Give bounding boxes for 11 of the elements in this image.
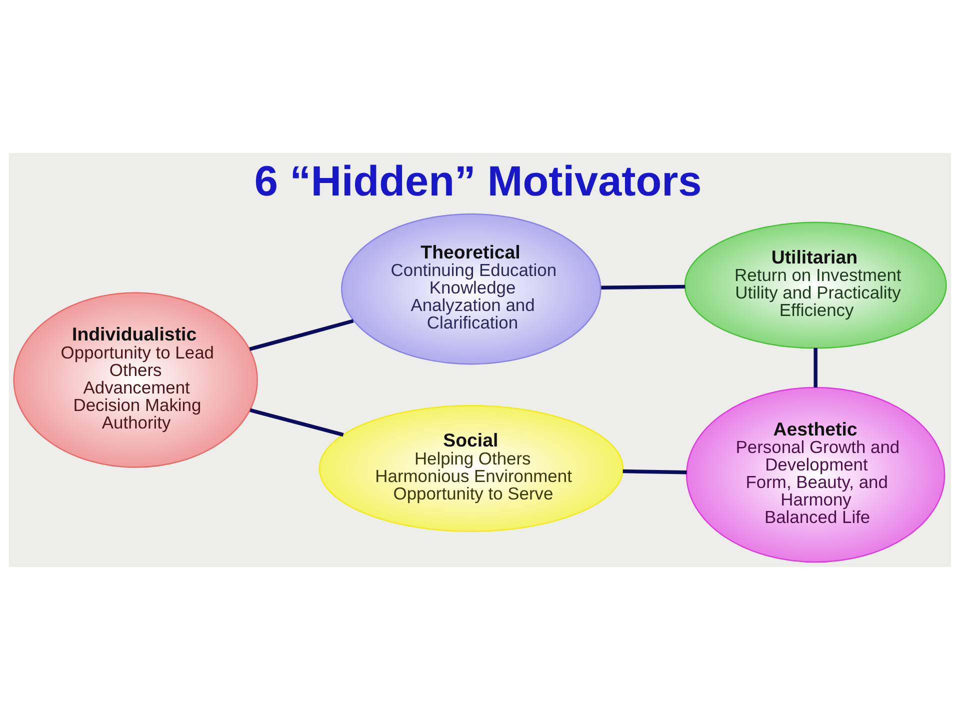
diagram-title: 6 “Hidden” Motivators <box>254 158 702 205</box>
node-ellipse: Social Helping Others Harmonious Environment Opportunity to Serve <box>318 405 624 532</box>
connector <box>601 284 686 290</box>
node-ellipse: Individualistic Opportunity to Lead Others Advancement Decision Making Authority <box>13 292 258 468</box>
connector <box>249 319 354 351</box>
node-ellipse: Aesthetic Personal Growth and Development Form, Beauty, and Harmony Balanced Life <box>686 386 946 563</box>
node-ellipse: Theoretical Continuing Education Knowledge Analyzation and Clarification <box>341 213 602 365</box>
connector <box>814 348 818 388</box>
connector <box>622 469 687 474</box>
node-ellipse: Utilitarian Return on Investment Utility and Practicality Efficiency <box>684 222 947 349</box>
connector <box>250 408 344 437</box>
